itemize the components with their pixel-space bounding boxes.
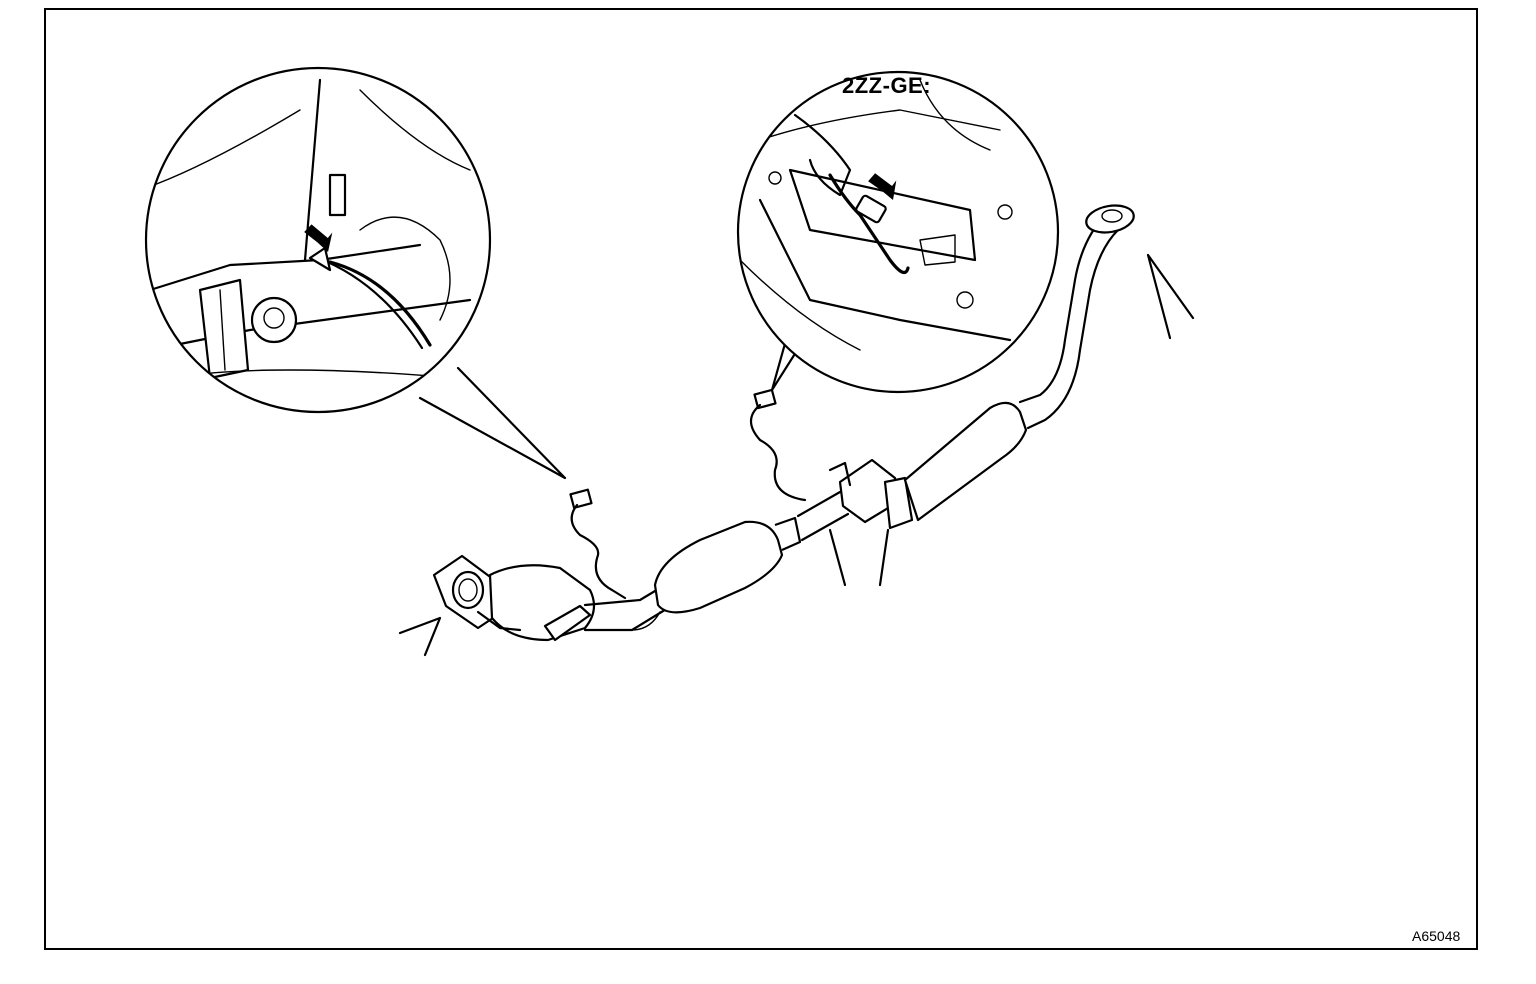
callout-pointer-4	[398, 616, 442, 657]
center-flange	[828, 458, 914, 530]
detail-rear-sensor-connector	[736, 70, 1060, 394]
callout-pointer-5	[828, 528, 890, 587]
callout-pointer-1	[418, 366, 567, 480]
callout-pointer-3	[1146, 253, 1195, 340]
front-catalyst	[476, 564, 596, 642]
engine-variant-label: 2ZZ-GE:	[842, 73, 932, 98]
oxygen-sensor-connector	[569, 488, 627, 600]
front-flange	[432, 554, 507, 630]
rear-oxygen-sensor-connector	[749, 388, 807, 502]
detail-front-sensor-connector	[144, 66, 492, 414]
exhaust-pipe-assembly	[432, 204, 1135, 642]
resonator	[903, 401, 1028, 522]
middle-catalyst	[653, 516, 802, 614]
figure-code: A65048	[1412, 928, 1461, 944]
rear-flange	[1085, 204, 1135, 234]
